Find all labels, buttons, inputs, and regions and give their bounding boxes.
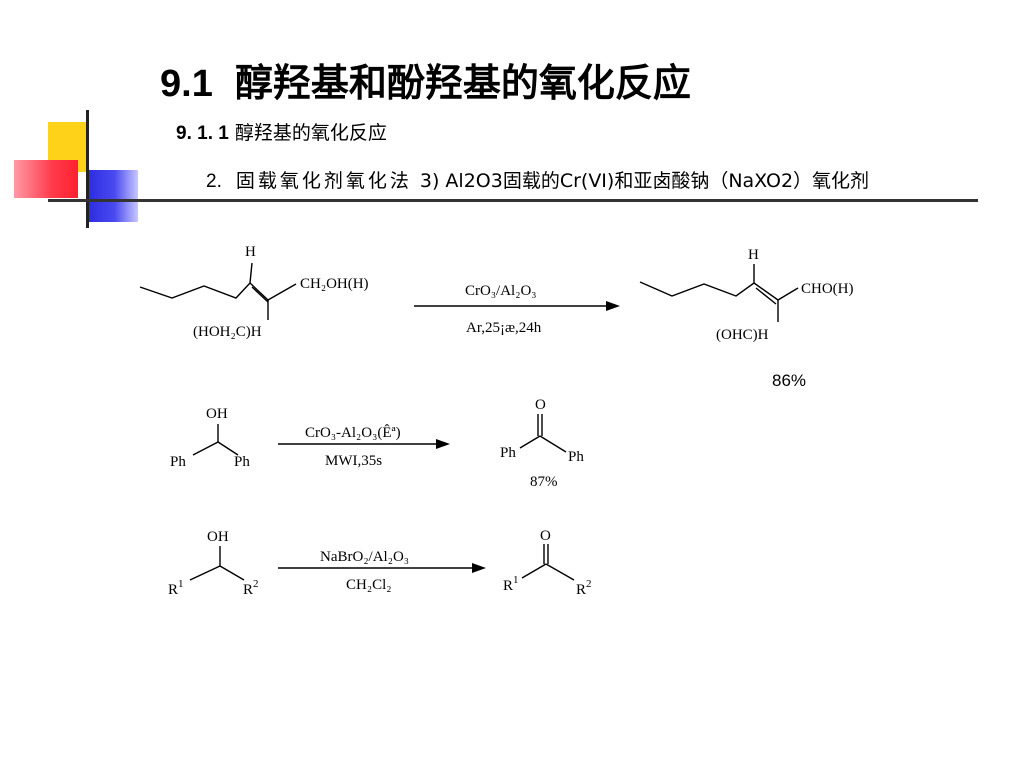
r3-reactant-r2: R2: [243, 578, 259, 598]
r2-arrow-head: [436, 439, 450, 449]
r3-reactant-r1: R1: [168, 578, 184, 598]
r2-reactant-right-bond: [217, 441, 239, 456]
r1-reactant-h-label: H: [245, 244, 256, 260]
section-text: 醇羟基的氧化反应: [234, 122, 387, 144]
r3-reactant-right-bond: [219, 565, 245, 581]
r2-product-ph-left: Ph: [500, 445, 516, 461]
r2-reactant-ph-left: Ph: [170, 454, 186, 470]
r2-reactant-left-bond: [192, 441, 219, 456]
r3-product-r1-sup: 1: [513, 574, 519, 586]
r3-product-o-label: O: [540, 528, 551, 544]
r2-reactant-oh-label: OH: [206, 406, 228, 422]
r3-arrow-head: [472, 563, 486, 573]
title-number: 9.1: [160, 63, 213, 105]
method-heading: 2. 固载氧化剂氧化法 3) Al2O3固载的Cr(VI)和亚卤酸钠（NaXO2）氧…: [206, 166, 869, 193]
r3-reactant-oh-label: OH: [207, 529, 229, 545]
method-name: 固载氧化剂氧化法: [235, 170, 412, 192]
deco-horizontal-line: [48, 199, 978, 202]
section-number: 9. 1. 1: [176, 123, 229, 144]
r3-product-r1: R1: [503, 574, 519, 594]
r3-product-r1-letter: R: [503, 578, 513, 594]
r3-reagent-above: NaBrO₂/Al₂O₃: [320, 549, 409, 565]
r2-yield: 87%: [530, 474, 558, 490]
title-text: 醇羟基和酚羟基的氧化反应: [234, 61, 691, 105]
r1-arrow-head: [606, 301, 620, 311]
r1-reactant-ch2oh-label: CH₂OH(H): [300, 276, 369, 292]
r3-reactant-left-bond: [189, 565, 221, 581]
r2-reactant-ph-right: Ph: [234, 454, 250, 470]
r1-reagent-below: Ar,25¡æ,24h: [466, 320, 542, 336]
r1-reagent-above: CrO₃/Al₂O₃: [465, 283, 537, 299]
deco-blue-square: [86, 170, 138, 222]
r3-product-r2: R2: [576, 578, 592, 598]
r1-reactant-double-bond: [251, 286, 269, 303]
r3-reagent-below: CH₂Cl₂: [346, 577, 391, 593]
r2-product-ph-right: Ph: [568, 449, 584, 465]
r1-yield: 86%: [772, 371, 806, 390]
r1-reactant-hoh2c-label: (HOH₂C)H: [193, 324, 262, 340]
r1-product-ohc-label: (OHC)H: [716, 327, 769, 343]
r3-reactant-r1-letter: R: [168, 582, 178, 598]
deco-red-square: [14, 160, 78, 198]
deco-vertical-line: [86, 110, 89, 228]
page-title: 9.1 醇羟基和酚羟基的氧化反应: [160, 52, 691, 107]
method-number: 2.: [206, 171, 222, 192]
r2-product-left-bond: [519, 435, 541, 449]
r3-product-right-bond: [545, 563, 575, 581]
r1-product-cho-label: CHO(H): [801, 281, 854, 297]
method-detail: 3) Al2O3固载的Cr(VI)和亚卤酸钠（NaXO2）氧化剂: [419, 170, 870, 192]
r2-reagent-below: MWI,35s: [325, 453, 382, 469]
r1-product-chain: [639, 281, 779, 301]
r3-product-r2-sup: 2: [586, 578, 592, 590]
r1-product-cho-bond: [777, 287, 799, 301]
r3-reactant-r2-letter: R: [243, 582, 253, 598]
r2-product-o-label: O: [535, 397, 546, 413]
r3-product-left-bond: [521, 563, 547, 579]
r3-product-r2-letter: R: [576, 582, 586, 598]
r1-reactant-ch2oh-bond: [267, 283, 297, 301]
r1-product-h-label: H: [748, 247, 759, 263]
r1-product-double-bond: [755, 287, 777, 305]
r1-reactant-chain: [139, 282, 269, 301]
r2-product-right-bond: [539, 435, 567, 453]
r2-reagent-above: CrO₃-Al₂O₃(Êª): [305, 424, 401, 441]
r3-reactant-r1-sup: 1: [178, 578, 184, 590]
r3-reactant-r2-sup: 2: [253, 578, 259, 590]
r1-reactant-h-bond: [249, 262, 253, 284]
